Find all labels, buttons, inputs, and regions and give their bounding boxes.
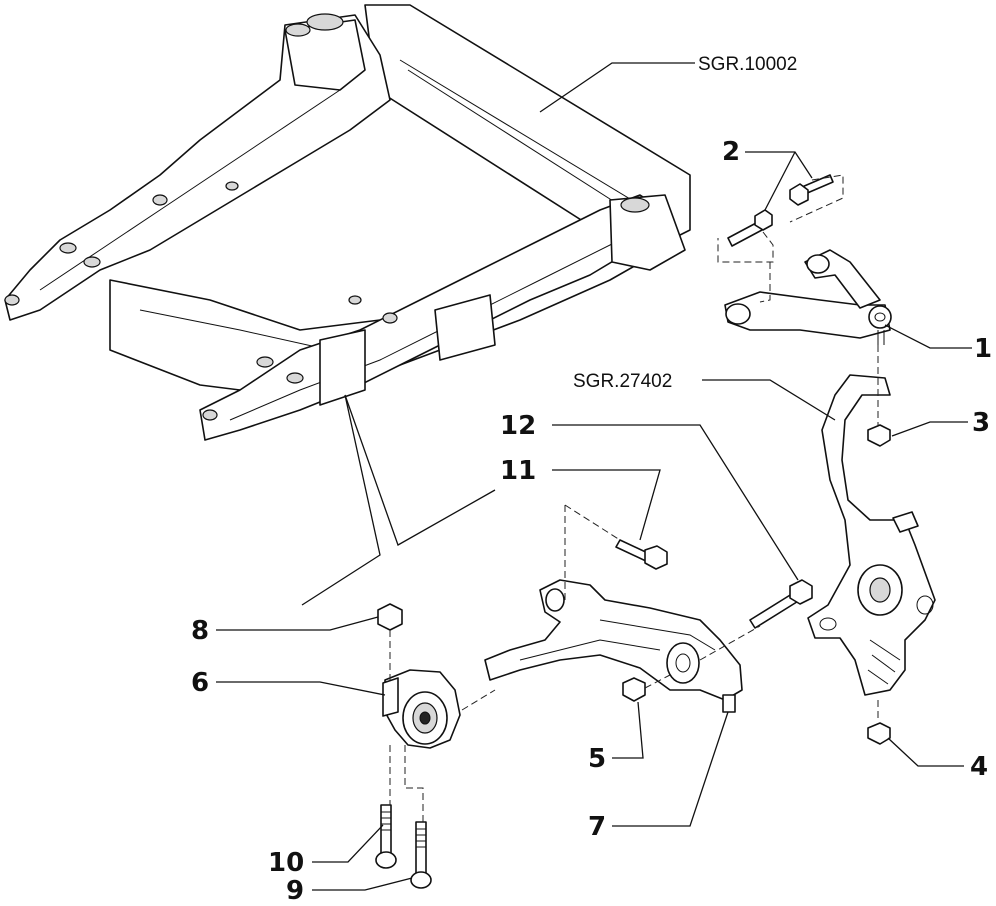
callout-3: 3 (972, 408, 990, 438)
steering-knuckle (807, 374, 936, 696)
callout-6: 6 (191, 668, 209, 698)
upper-arm-bolts (717, 174, 844, 303)
lower-arm-front-bolt (749, 579, 813, 629)
callout-11: 11 (500, 456, 536, 486)
callout-5: 5 (588, 744, 606, 774)
lower-arm-nut (622, 677, 646, 702)
front-subframe (4, 4, 691, 441)
bushing-bolt-10 (375, 804, 397, 869)
callout-4: 4 (970, 752, 988, 782)
lower-arm-rear-bolt (615, 539, 668, 570)
callout-2: 2 (722, 137, 740, 167)
callout-12: 12 (500, 411, 536, 441)
callout-1: 1 (974, 334, 992, 364)
callout-8: 8 (191, 616, 209, 646)
callout-10: 10 (268, 848, 304, 878)
knuckle-upper-nut (867, 424, 891, 447)
lower-arm-bushing (382, 669, 461, 749)
bushing-bolt-9 (410, 821, 432, 889)
knuckle-reference: SGR.27402 (573, 371, 672, 392)
bushing-nut (377, 603, 403, 631)
upper-control-arm (724, 249, 892, 345)
knuckle-lower-nut (867, 722, 891, 745)
lower-control-arm (484, 579, 743, 713)
subframe-reference: SGR.10002 (698, 54, 797, 75)
callout-9: 9 (286, 876, 304, 906)
callout-7: 7 (588, 812, 606, 842)
leader-lines (216, 62, 972, 891)
